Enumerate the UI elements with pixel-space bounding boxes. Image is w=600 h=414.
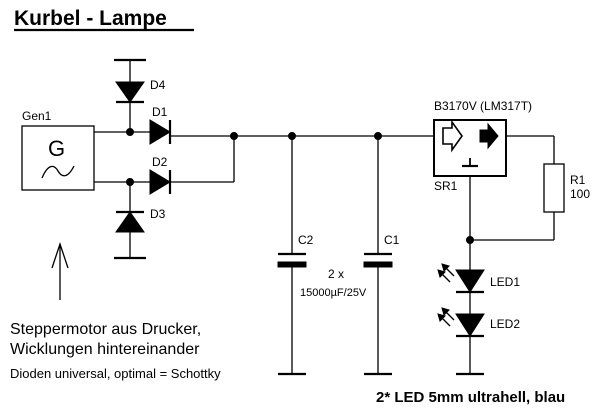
generator: Gen1 G (21, 109, 130, 191)
bridge-rectifier: D4 D3 D1 D2 (114, 58, 238, 260)
sine-wave-icon (41, 165, 75, 179)
capacitor-c1-plate-bottom (363, 261, 393, 268)
led2-ray-head (441, 307, 450, 316)
capacitor-c1-label: C1 (384, 233, 400, 247)
led2-label: LED2 (490, 317, 520, 331)
diode-d4-icon (115, 81, 145, 103)
diode-d4-label: D4 (150, 78, 166, 92)
arrow-filled-icon (479, 122, 499, 150)
title-group: Kurbel - Lampe (14, 7, 194, 32)
note-line-1: Steppermotor aus Drucker, (10, 321, 201, 338)
pointer-arrow-head (51, 241, 69, 269)
note-line-3: Dioden universal, optimal = Schottky (10, 366, 221, 381)
diode-d1-icon (149, 119, 171, 145)
capacitor-c1: C1 (363, 136, 400, 376)
led1-ray-head (441, 263, 450, 272)
schematic-title: Kurbel - Lampe (14, 7, 167, 30)
led2-ray-head (437, 313, 446, 322)
led-note: 2* LED 5mm ultrahell, blau (376, 389, 565, 406)
regulator-ref: SR1 (434, 179, 458, 193)
junction-dot (126, 178, 134, 186)
generator-label: Gen1 (22, 109, 52, 123)
led2-icon (455, 313, 485, 337)
note-line-2: Wicklungen hintereinander (10, 341, 200, 358)
capacitor-value: 15000µF/25V (300, 287, 367, 299)
arrow-outline-icon (442, 119, 463, 153)
capacitor-c2: C2 (277, 136, 314, 376)
junction-dot (126, 128, 134, 136)
regulator-part: B3170V (LM317T) (434, 99, 532, 113)
led-string: LED1 LED2 (437, 263, 520, 376)
diode-d3-label: D3 (150, 207, 166, 221)
diode-d2-label: D2 (152, 155, 168, 169)
diode-d2-icon (149, 169, 171, 195)
diode-d1-label: D1 (152, 105, 168, 119)
led1-icon (455, 269, 485, 293)
led1-label: LED1 (490, 275, 520, 289)
resistor-r1-body (543, 163, 565, 213)
generator-symbol: G (48, 136, 65, 161)
capacitor-c2-plate-bottom (277, 261, 307, 268)
resistor-ref: R1 (570, 173, 586, 187)
led1-ray-head (437, 269, 446, 278)
capacitor-count: 2 x (328, 267, 344, 281)
capacitor-c2-label: C2 (298, 233, 314, 247)
junction-dot (466, 236, 474, 244)
regulator-sr1: B3170V (LM317T) SR1 (433, 99, 532, 193)
diode-d3-icon (115, 211, 145, 233)
resistor-value: 100 (570, 187, 590, 201)
generator-box (21, 125, 95, 191)
